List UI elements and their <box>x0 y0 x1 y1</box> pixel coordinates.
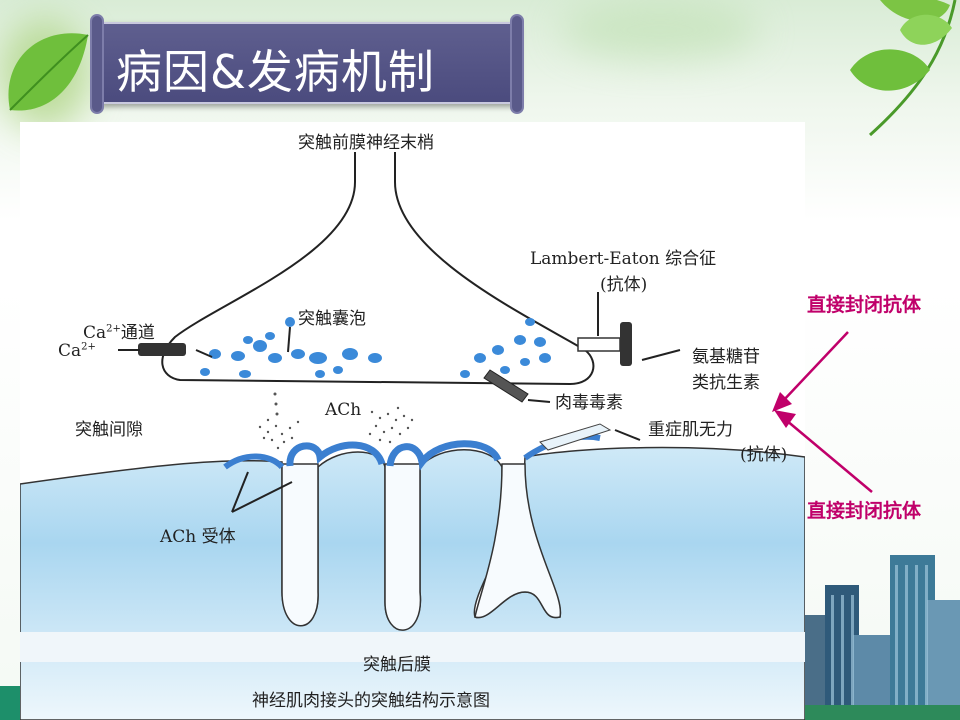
arrow-top <box>781 331 849 403</box>
leaf-decoration-left <box>8 33 89 111</box>
lambert-eaton-antibody <box>620 322 632 366</box>
ca-ion-dash <box>195 349 213 358</box>
receptor-pointer <box>231 471 249 513</box>
ca-channel-charge: 2+ <box>106 323 121 335</box>
label-lambert-eaton-antibody: (抗体) <box>600 275 648 295</box>
junctional-fold <box>474 463 562 619</box>
lambert-eaton-block <box>577 337 621 352</box>
ca-channel-text: 通道 <box>120 323 155 343</box>
ach-receptor-layer <box>223 453 285 470</box>
side-note-bottom: 直接封闭抗体 <box>807 500 922 522</box>
ca-ion-charge: 2+ <box>81 341 96 353</box>
arrow-top-head <box>772 392 792 412</box>
leaf-decoration-right <box>850 0 957 137</box>
corner-decoration <box>0 686 20 720</box>
junctional-fold <box>384 463 422 631</box>
arrow-bottom-head <box>774 410 796 428</box>
aminoglycoside-pointer <box>641 349 681 361</box>
scroll-edge-left <box>90 14 104 114</box>
label-cleft: 突触间隙 <box>75 420 143 440</box>
label-aminoglycoside-2: 类抗生素 <box>692 373 760 393</box>
vesicle-pointer <box>287 326 291 353</box>
background-leaf-blur <box>560 0 760 60</box>
junctional-fold <box>281 463 319 627</box>
ach-receptor-layer <box>386 440 502 471</box>
receptor-pointer <box>231 481 293 513</box>
label-postsynaptic: 突触后膜 <box>363 655 431 675</box>
ca-channel-ion: Ca <box>83 323 107 343</box>
arrow-bottom <box>785 419 873 493</box>
label-ach: ACh <box>325 400 362 420</box>
botulinum-pointer <box>527 399 551 403</box>
mg-antibody <box>539 423 612 451</box>
synapse-diagram: 突触前膜神经末梢 Lambert-Eaton 综合征 (抗体) 突触囊泡 Ca2… <box>20 122 805 720</box>
scroll-edge-right <box>510 14 524 114</box>
label-aminoglycoside: 氨基糖苷 <box>692 347 760 367</box>
label-mg: 重症肌无力 <box>648 420 733 440</box>
label-vesicle: 突触囊泡 <box>298 309 366 329</box>
page-title: 病因&发病机制 <box>116 45 435 99</box>
ca-ion-symbol: Ca <box>58 341 82 361</box>
label-ca-channel: Ca2+通道 <box>83 318 155 343</box>
diagram-caption: 神经肌肉接头的突触结构示意图 <box>252 691 490 711</box>
faint-text-band <box>20 632 805 662</box>
ca-channel <box>138 343 186 356</box>
label-ach-receptor: ACh 受体 <box>160 527 236 547</box>
buildings-decoration <box>805 555 960 720</box>
label-ca-ion: Ca2+ <box>58 341 96 361</box>
annotation-arrows <box>772 331 873 493</box>
label-botulinum: 肉毒毒素 <box>555 393 623 413</box>
mg-pointer <box>614 429 641 441</box>
label-presynaptic: 突触前膜神经末梢 <box>298 133 434 153</box>
ach-receptor-layer <box>286 441 386 467</box>
synaptic-vesicles <box>200 317 551 378</box>
label-lambert-eaton: Lambert-Eaton 综合征 <box>530 249 717 269</box>
side-note-top: 直接封闭抗体 <box>807 294 922 316</box>
presynaptic-terminal <box>161 152 595 386</box>
botulinum-toxin <box>483 369 529 403</box>
synapse-illustration <box>20 152 805 720</box>
label-mg-antibody: (抗体) <box>740 445 788 465</box>
title-banner: 病因&发病机制 <box>90 14 524 114</box>
ach-release <box>258 392 414 450</box>
